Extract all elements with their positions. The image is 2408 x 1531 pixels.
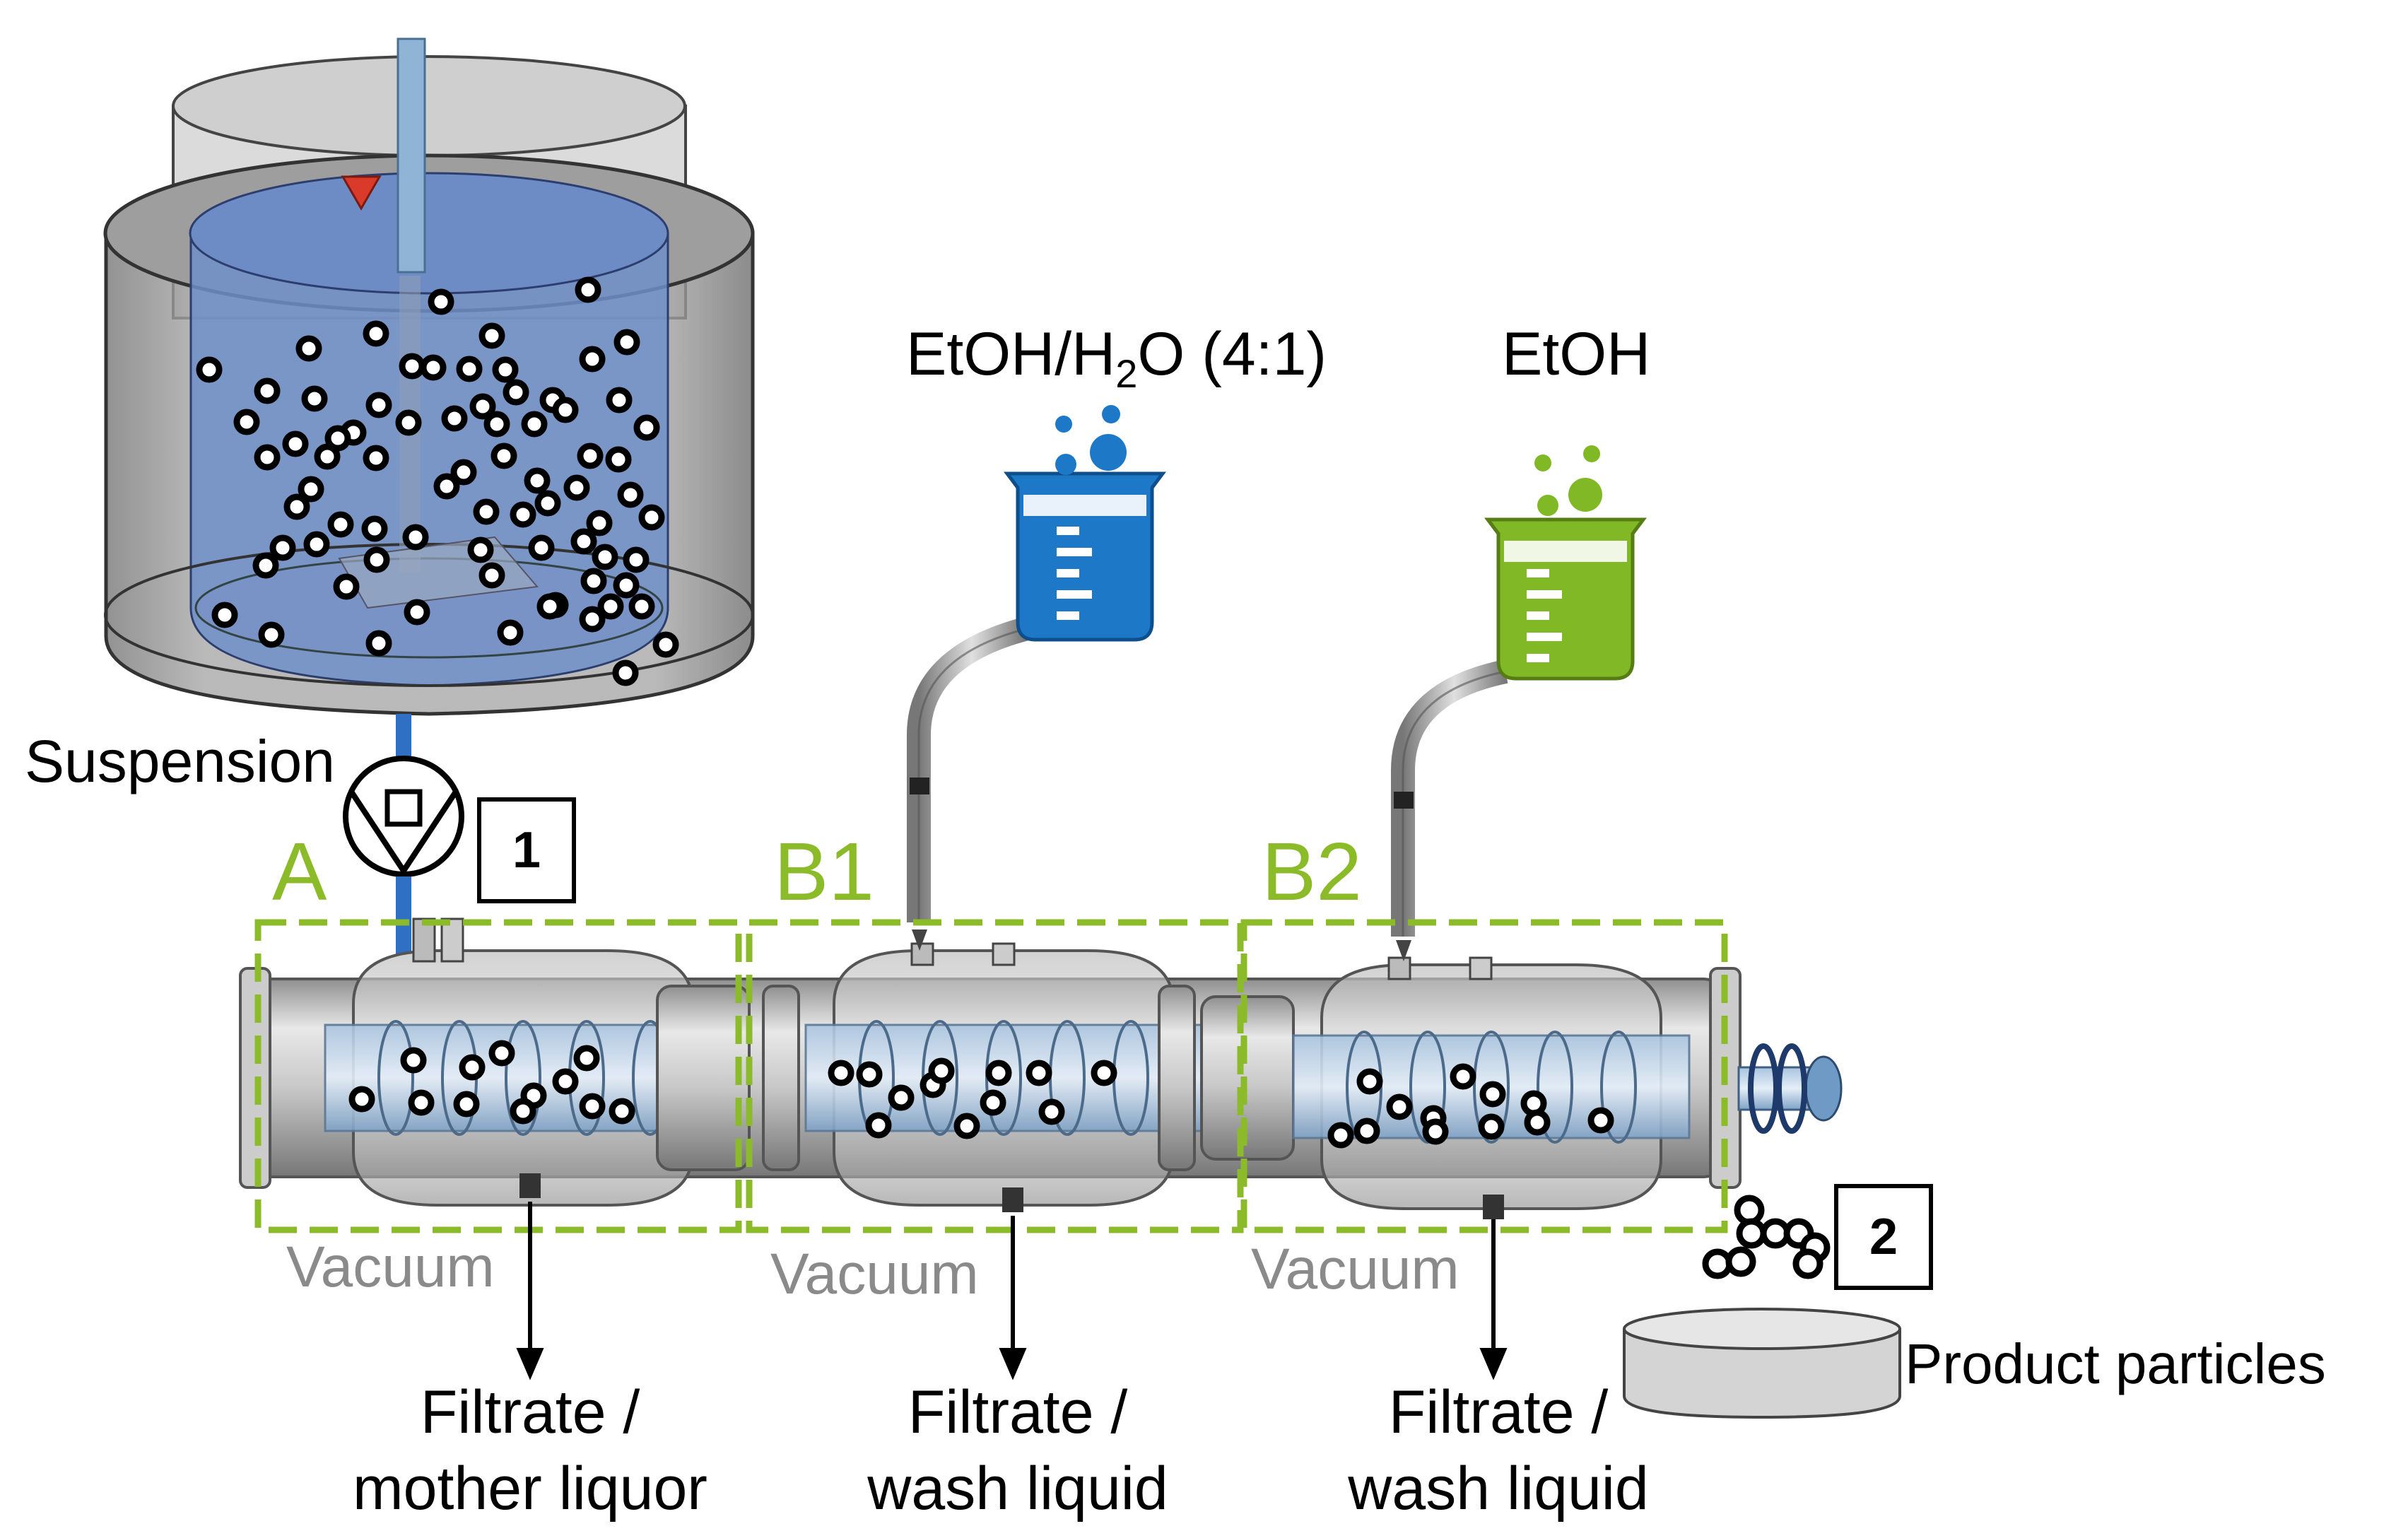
- screw-outlet: [1737, 1043, 1843, 1134]
- suspension-label: Suspension: [25, 728, 335, 794]
- beaker-b2: [1391, 445, 1647, 961]
- outlet-label-b2: Filtrate / wash liquid: [1279, 1375, 1717, 1527]
- vacuum-label-b2: Vacuum: [1251, 1237, 1460, 1301]
- reagent-b1-subscript: 2: [1115, 351, 1138, 397]
- product-dish: [1623, 1308, 1901, 1419]
- reagent-b1-text-b: O (4:1): [1137, 320, 1327, 388]
- reagent-b1-label: EtOH/H2O (4:1): [906, 324, 1327, 394]
- vacuum-label-a: Vacuum: [286, 1235, 495, 1299]
- marker-1-box: 1: [477, 797, 576, 903]
- outlet-b1-line2: wash liquid: [867, 1454, 1168, 1523]
- marker-2-box: 2: [1834, 1184, 1933, 1290]
- section-boxes: [254, 919, 1728, 1233]
- reagent-b2-label: EtOH: [1502, 320, 1651, 388]
- reagent-b1-text-a: EtOH/H: [906, 320, 1116, 388]
- product-falling-particles: [1702, 1195, 1831, 1279]
- outlet-label-a: Filtrate / mother liquor: [304, 1375, 756, 1527]
- section-box-b1: [746, 919, 1244, 1233]
- outlet-label-b1: Filtrate / wash liquid: [799, 1375, 1237, 1527]
- section-b1-label: B1: [774, 826, 874, 917]
- outlet-b2-line2: wash liquid: [1348, 1454, 1649, 1523]
- filtrate-arrows: [516, 1202, 1508, 1380]
- pump-symbol: [343, 756, 464, 954]
- chamber-particles: [348, 1040, 1614, 1149]
- section-a-label: A: [272, 826, 327, 917]
- suspension-tank: [103, 37, 755, 774]
- outlet-a-line1: Filtrate /: [420, 1378, 640, 1446]
- section-box-a: [254, 919, 742, 1233]
- tank-particles: [196, 276, 679, 686]
- section-b2-label: B2: [1262, 826, 1362, 917]
- product-particles-label: Product particles: [1905, 1332, 2326, 1395]
- beaker-b1: [907, 405, 1166, 951]
- section-box-b2: [1240, 919, 1728, 1233]
- outlet-b2-line1: Filtrate /: [1388, 1378, 1609, 1446]
- outlet-b1-line1: Filtrate /: [908, 1378, 1128, 1446]
- vacuum-label-b1: Vacuum: [770, 1242, 979, 1306]
- outlet-a-line2: mother liquor: [353, 1454, 707, 1523]
